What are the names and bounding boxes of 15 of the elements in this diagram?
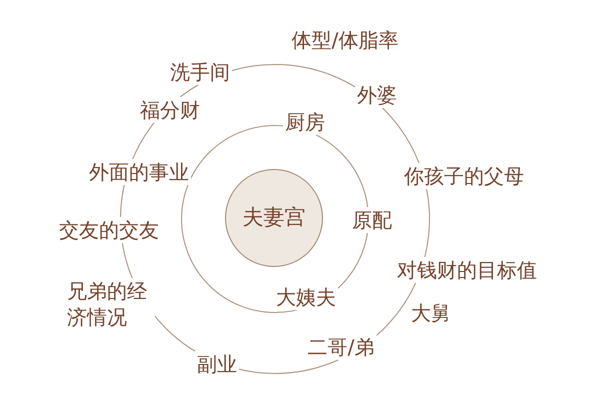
term-label: 福分财 (138, 97, 202, 123)
term-label: 洗手间 (168, 59, 232, 85)
term-label: 外面的事业 (87, 159, 191, 185)
term-label: 兄弟的经济情况 (65, 278, 155, 330)
term-label: 二哥/弟 (306, 334, 376, 360)
term-label: 原配 (350, 207, 394, 233)
term-label: 对钱财的目标值 (395, 257, 539, 283)
term-label: 大姨夫 (274, 284, 338, 310)
term-label: 厨房 (283, 109, 327, 135)
term-label: 体型/体脂率 (290, 27, 400, 53)
term-label: 外婆 (355, 82, 399, 108)
term-label: 副业 (195, 351, 239, 377)
term-label: 交友的交友 (57, 217, 161, 243)
term-label: 你孩子的父母 (402, 163, 526, 189)
circle-label: 夫妻宫 (242, 205, 306, 231)
